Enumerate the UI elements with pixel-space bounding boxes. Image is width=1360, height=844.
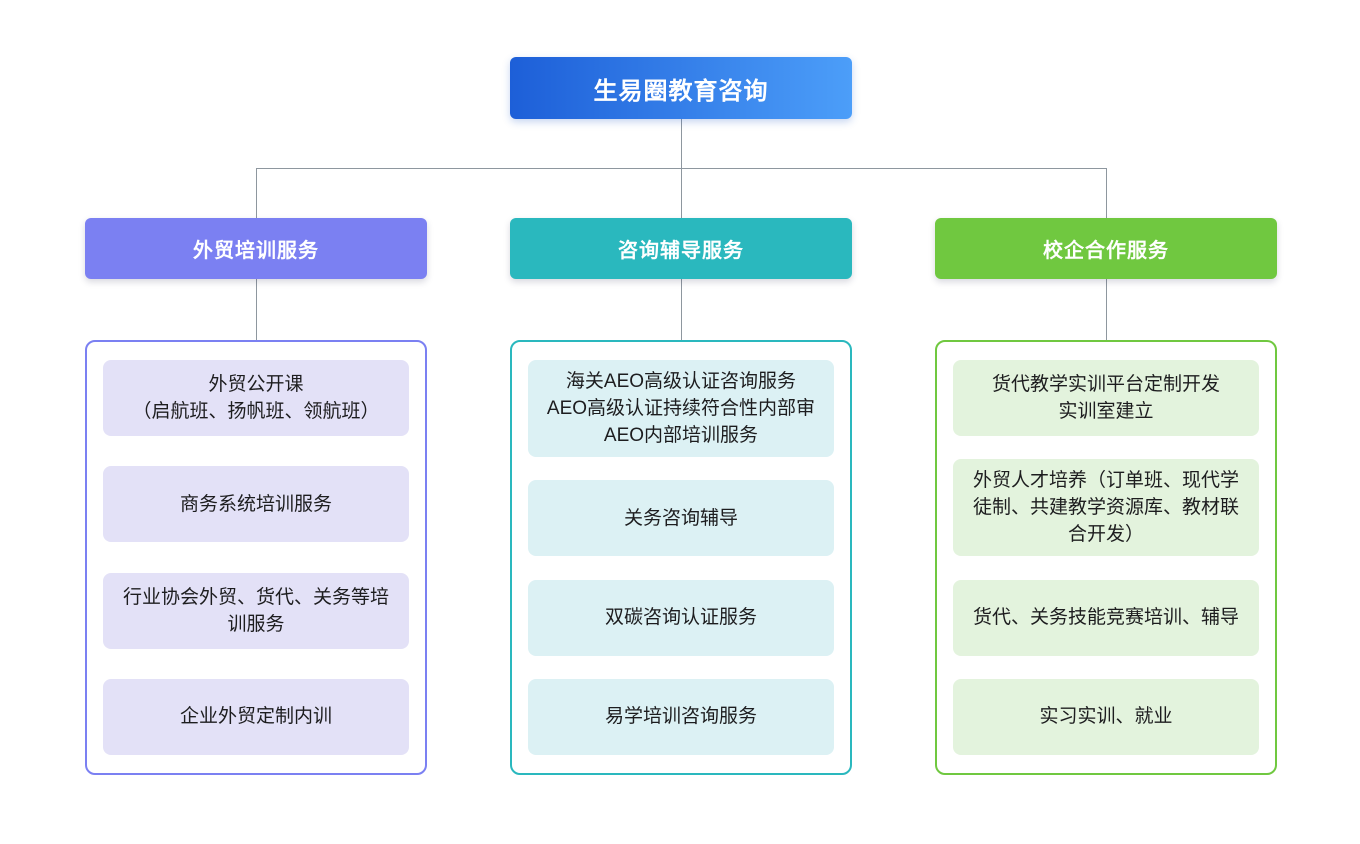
connector-drop-center [681, 168, 682, 218]
branch-header-consulting-coaching: 咨询辅导服务 [510, 218, 852, 279]
connector-header-right [1106, 279, 1107, 340]
service-item: 行业协会外贸、货代、关务等培 训服务 [103, 572, 409, 649]
service-item: 企业外贸定制内训 [103, 678, 409, 755]
service-item: 外贸人才培养（订单班、现代学 徒制、共建教学资源库、教材联 合开发） [953, 459, 1259, 557]
root-node: 生易圈教育咨询 [510, 57, 852, 119]
service-item: 商务系统培训服务 [103, 466, 409, 543]
service-item: 实习实训、就业 [953, 678, 1259, 755]
connector-drop-right [1106, 168, 1107, 218]
connector-drop-left [256, 168, 257, 218]
service-item: 外贸公开课 （启航班、扬帆班、领航班） [103, 360, 409, 436]
branch-container-foreign-trade-training: 外贸公开课 （启航班、扬帆班、领航班） 商务系统培训服务 行业协会外贸、货代、关… [85, 340, 427, 775]
service-item: 货代、关务技能竞赛培训、辅导 [953, 579, 1259, 656]
connector-header-left [256, 279, 257, 340]
service-item: 关务咨询辅导 [528, 480, 834, 557]
branch-header-school-enterprise-cooperation: 校企合作服务 [935, 218, 1277, 279]
connector-header-center [681, 279, 682, 340]
root-node-label: 生易圈教育咨询 [593, 77, 769, 105]
branch-header-label: 外贸培训服务 [193, 240, 319, 262]
branch-container-school-enterprise-cooperation: 货代教学实训平台定制开发 实训室建立 外贸人才培养（订单班、现代学 徒制、共建教… [935, 340, 1277, 775]
branch-container-consulting-coaching: 海关AEO高级认证咨询服务 AEO高级认证持续符合性内部审 AEO内部培训服务 … [510, 340, 852, 775]
service-item: 易学培训咨询服务 [528, 678, 834, 755]
service-item: 海关AEO高级认证咨询服务 AEO高级认证持续符合性内部审 AEO内部培训服务 [528, 360, 834, 457]
connector-root-drop [681, 119, 682, 168]
branch-header-foreign-trade-training: 外贸培训服务 [85, 218, 427, 279]
branch-header-label: 咨询辅导服务 [618, 240, 744, 262]
branch-header-label: 校企合作服务 [1043, 240, 1169, 262]
service-item: 货代教学实训平台定制开发 实训室建立 [953, 360, 1259, 436]
service-item: 双碳咨询认证服务 [528, 579, 834, 656]
